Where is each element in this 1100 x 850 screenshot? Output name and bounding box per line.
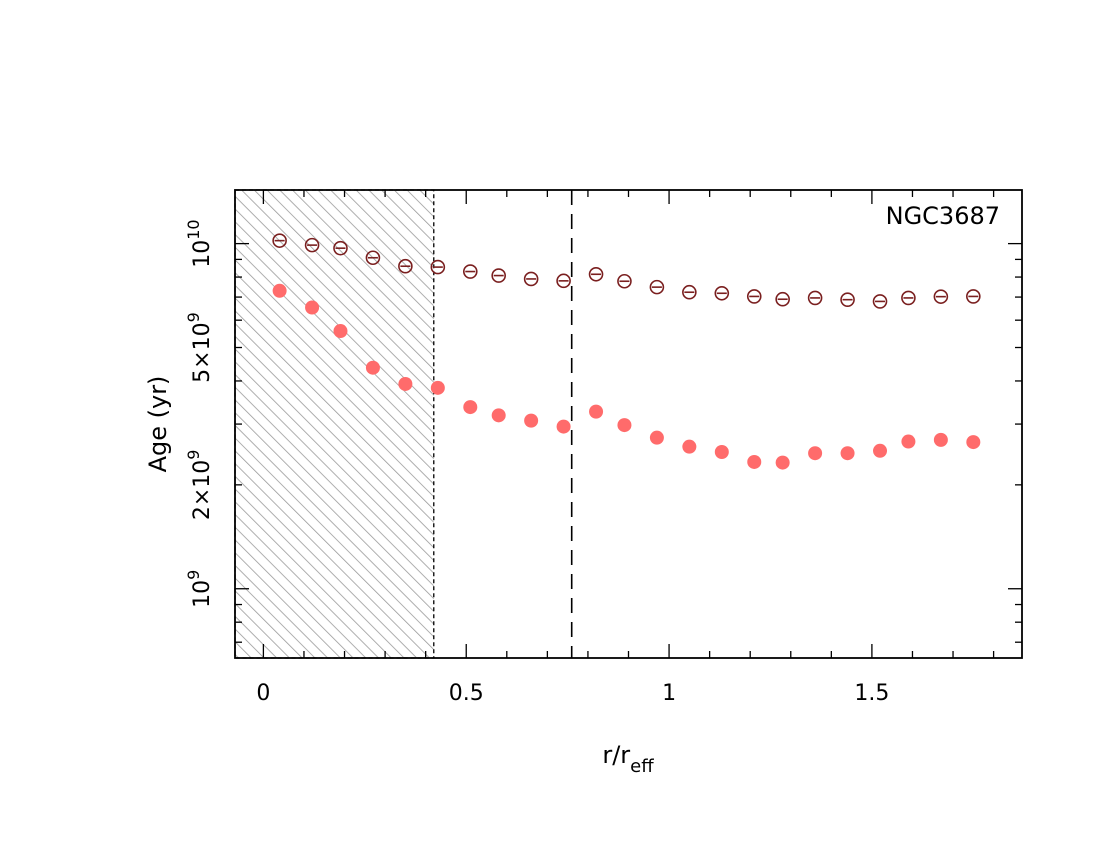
data-point-open xyxy=(682,284,697,300)
data-point-open xyxy=(933,289,949,304)
data-point-filled xyxy=(714,445,729,460)
data-point-open xyxy=(746,289,762,304)
y-tick-label: 5×109 xyxy=(184,312,215,383)
data-point-filled xyxy=(747,454,762,469)
data-point-open xyxy=(430,259,446,275)
y-tick-label: 2×109 xyxy=(184,450,215,521)
hatched-region xyxy=(234,189,435,659)
data-point-filled xyxy=(901,434,916,449)
y-tick-label: 1010 xyxy=(184,219,215,267)
data-point-filled xyxy=(933,432,948,447)
plot-frame xyxy=(234,189,1023,659)
data-point-open xyxy=(775,291,790,307)
data-point-open xyxy=(649,279,665,295)
data-point-filled xyxy=(272,283,287,298)
x-axis-label: r/reff xyxy=(602,741,654,777)
data-point-filled xyxy=(333,324,348,339)
x-tick-label: 1 xyxy=(662,681,676,706)
data-point-open xyxy=(304,237,320,253)
data-point-filled xyxy=(966,435,981,450)
data-point-filled xyxy=(556,419,571,434)
data-point-filled xyxy=(873,443,888,458)
data-point-filled xyxy=(808,446,823,461)
galaxy-name-label: NGC3687 xyxy=(886,202,1000,230)
data-point-filled xyxy=(589,404,604,419)
data-point-open xyxy=(588,266,604,282)
data-point-filled xyxy=(840,446,855,461)
data-point-open xyxy=(491,268,506,283)
data-point-filled xyxy=(775,455,790,470)
y-axis-label: Age (yr) xyxy=(144,376,172,473)
data-point-filled xyxy=(491,408,506,423)
data-point-open xyxy=(462,264,478,279)
data-point-filled xyxy=(430,380,445,395)
data-point-open xyxy=(365,250,381,266)
data-point-open xyxy=(872,294,888,309)
data-point-open xyxy=(556,273,571,289)
data-point-open xyxy=(398,258,413,274)
data-point-open xyxy=(840,292,855,307)
data-point-open xyxy=(966,289,981,304)
data-point-filled xyxy=(365,360,380,375)
data-point-open xyxy=(807,290,823,306)
x-tick-label: 1.5 xyxy=(854,681,889,706)
data-point-open xyxy=(901,290,916,306)
data-point-open xyxy=(523,271,539,287)
data-point-filled xyxy=(463,400,478,415)
data-point-filled xyxy=(682,439,697,454)
x-tick-label: 0 xyxy=(256,681,270,706)
data-point-filled xyxy=(524,413,539,428)
data-point-filled xyxy=(305,300,320,315)
x-tick-label: 0.5 xyxy=(449,681,484,706)
data-point-filled xyxy=(398,376,413,391)
data-point-filled xyxy=(649,430,664,445)
data-point-open xyxy=(333,240,348,256)
data-point-filled xyxy=(617,418,632,433)
data-point-open xyxy=(272,233,287,248)
y-tick-label: 109 xyxy=(184,570,215,608)
data-point-open xyxy=(617,273,632,289)
data-point-open xyxy=(714,285,730,301)
